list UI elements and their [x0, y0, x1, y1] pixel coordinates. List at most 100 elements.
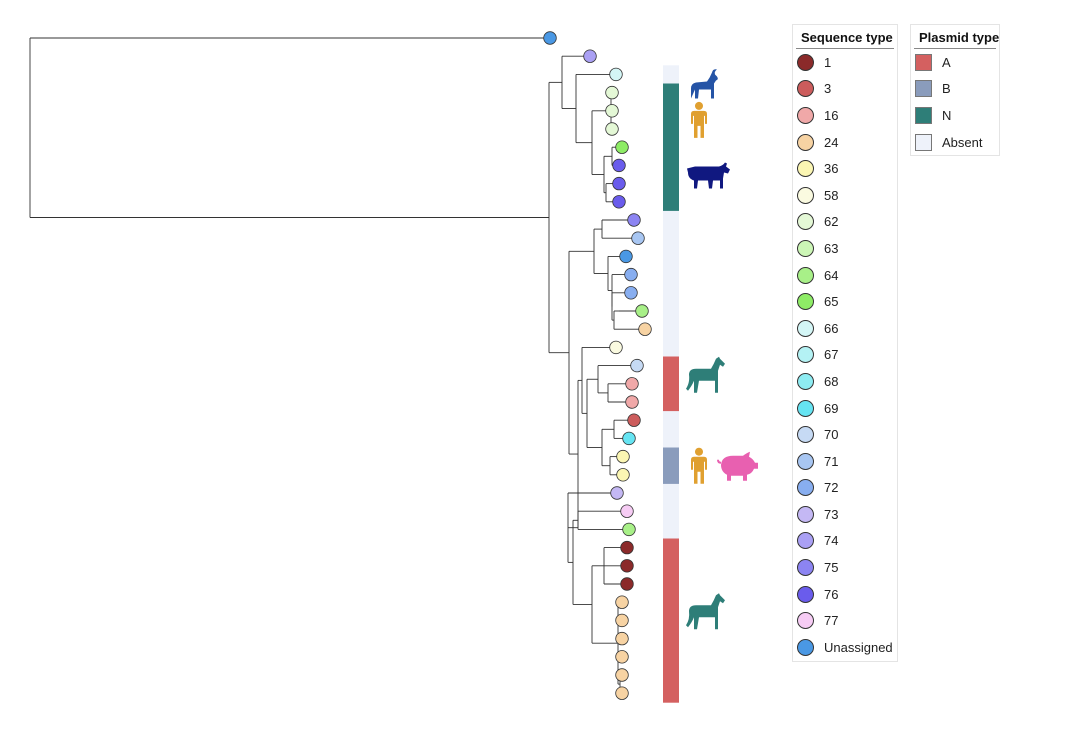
sequence-type-legend-label: 71	[824, 453, 839, 469]
plasmid-cell	[663, 156, 679, 175]
plasmid-type-legend-item: Absent	[911, 129, 999, 156]
plasmid-type-legend-title: Plasmid type	[914, 25, 999, 49]
sequence-type-legend-swatch	[797, 559, 814, 577]
tip-node	[615, 650, 629, 664]
plasmid-cell	[663, 356, 679, 376]
pig-icon	[717, 451, 758, 481]
horse-icon-shape	[686, 593, 725, 630]
plasmid-type-legend-swatch	[915, 53, 932, 71]
sequence-type-legend-swatch	[797, 638, 814, 656]
sequence-type-legend-item: 75	[793, 554, 897, 581]
tip-node	[543, 31, 557, 45]
sequence-type-legend-item: 69	[793, 395, 897, 422]
tip-node	[625, 395, 639, 409]
sequence-type-legend-label: 24	[824, 134, 839, 150]
sequence-type-legend-swatch	[797, 585, 814, 603]
plasmid-cell	[663, 574, 679, 594]
sequence-type-legend-label: 36	[824, 161, 839, 177]
plasmid-type-legend-label: A	[942, 54, 951, 70]
tip-node	[583, 49, 597, 63]
horse-icon	[686, 593, 725, 630]
goat-icon	[691, 69, 718, 99]
sequence-type-legend-label: 74	[824, 533, 839, 549]
sequence-type-legend-item: 16	[793, 102, 897, 129]
plasmid-cell	[663, 283, 679, 303]
plasmid-cell	[663, 429, 679, 448]
sequence-type-legend-label: 73	[824, 506, 839, 522]
plasmid-cell	[663, 465, 679, 485]
tip-node	[625, 377, 639, 391]
tip-node	[620, 540, 634, 555]
plasmid-cell	[663, 411, 679, 430]
plasmid-cell	[663, 247, 679, 266]
sequence-type-legend-item: 73	[793, 501, 897, 528]
sequence-type-legend-swatch	[797, 505, 814, 523]
human-icon	[691, 447, 707, 484]
tip-node	[624, 267, 638, 282]
sequence-type-legend-swatch	[797, 399, 814, 417]
plasmid-cell	[663, 101, 679, 121]
plasmid-cell	[663, 265, 679, 285]
sequence-type-legend-item: 71	[793, 448, 897, 475]
plasmid-cell	[663, 338, 679, 357]
plasmid-cell	[663, 538, 679, 558]
sequence-type-legend-swatch	[797, 346, 814, 364]
plasmid-cell	[663, 593, 679, 612]
plasmid-cell	[663, 684, 679, 703]
sequence-type-legend-item: 74	[793, 528, 897, 555]
tip-node	[612, 158, 626, 173]
plasmid-cell	[663, 174, 679, 194]
sequence-type-legend-label: 67	[824, 347, 839, 363]
sequence-type-legend-item: 77	[793, 607, 897, 634]
sequence-type-legend-swatch	[797, 239, 814, 257]
sequence-type-legend-label: 62	[824, 214, 839, 230]
plasmid-cell	[663, 611, 679, 630]
plasmid-cell	[663, 483, 679, 503]
sequence-type-legend-item: 3	[793, 76, 897, 103]
sequence-type-legend-item: 58	[793, 182, 897, 209]
plasmid-cell	[663, 556, 679, 576]
tip-node	[630, 358, 644, 373]
tip-node	[620, 577, 634, 591]
plasmid-strip	[663, 65, 679, 703]
sequence-type-legend-item: 67	[793, 342, 897, 369]
sequence-type-legend-label: 64	[824, 267, 839, 283]
sequence-type-legend-label: 65	[824, 294, 839, 310]
tip-node	[616, 449, 630, 464]
tip-node	[615, 668, 629, 682]
sequence-type-legend-swatch	[797, 319, 814, 337]
plasmid-cell	[663, 665, 679, 685]
sequence-type-legend-swatch	[797, 426, 814, 444]
plasmid-cell	[663, 647, 679, 667]
tip-node	[622, 431, 636, 446]
tip-node	[635, 304, 649, 318]
tip-node	[612, 176, 626, 191]
tip-node	[616, 468, 630, 482]
plasmid-type-legend-label: Absent	[942, 134, 983, 150]
sequence-type-legend-item: 76	[793, 581, 897, 608]
plasmid-cell	[663, 119, 679, 139]
tip-node	[615, 140, 629, 154]
sequence-type-legend-swatch	[797, 133, 814, 151]
sequence-type-legend-swatch	[797, 293, 814, 311]
plasmid-cell	[663, 392, 679, 412]
sequence-type-legend-swatch	[797, 53, 814, 71]
sequence-type-legend-swatch	[797, 532, 814, 550]
sequence-type-legend-swatch	[797, 80, 814, 98]
tip-node	[615, 613, 629, 628]
sequence-type-legend-item: 70	[793, 421, 897, 448]
tip-node	[610, 486, 624, 500]
tip-node	[605, 122, 619, 136]
sequence-type-legend-label: 70	[824, 427, 839, 443]
sequence-type-legend-swatch	[797, 186, 814, 204]
plasmid-cell	[663, 83, 679, 103]
plasmid-cell	[663, 138, 679, 157]
sequence-type-legend-label: 75	[824, 560, 839, 576]
sequence-type-legend-swatch	[797, 160, 814, 178]
tip-node	[609, 67, 623, 82]
tip-node	[622, 522, 636, 537]
tip-node	[620, 559, 634, 573]
